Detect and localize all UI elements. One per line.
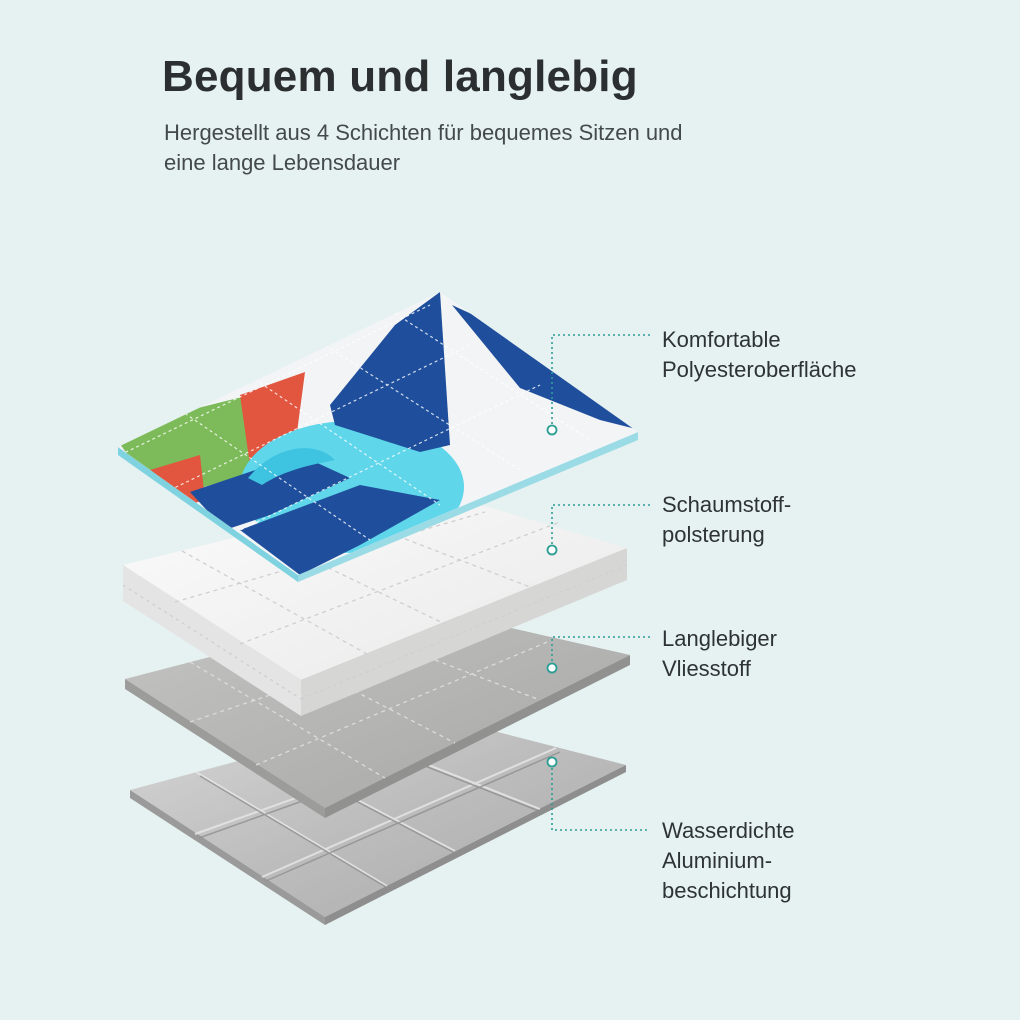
label-aluminium-line-1: Wasserdichte	[662, 818, 795, 843]
callout-aluminium	[551, 768, 650, 831]
label-fleece-line-2: Vliesstoff	[662, 656, 751, 681]
label-foam-line-2: polsterung	[662, 522, 765, 547]
label-polyester: Komfortable Polyesteroberfläche	[662, 325, 856, 385]
label-foam: Schaumstoff- polsterung	[662, 490, 791, 550]
label-fleece: Langlebiger Vliesstoff	[662, 624, 777, 684]
label-aluminium-line-2: Aluminium-	[662, 848, 773, 873]
callout-dot-fleece	[546, 662, 558, 674]
page-title: Bequem und langlebig	[162, 52, 638, 101]
label-foam-line-1: Schaumstoff-	[662, 492, 792, 517]
label-fleece-line-1: Langlebiger	[662, 626, 777, 651]
label-polyester-line-1: Komfortable	[662, 327, 781, 352]
label-polyester-line-2: Polyesteroberfläche	[662, 357, 857, 382]
callout-dot-foam	[546, 544, 558, 556]
subtitle-line-1: Hergestellt aus 4 Schichten für bequemes…	[164, 120, 683, 145]
label-aluminium-line-3: beschichtung	[662, 878, 792, 903]
callout-fleece	[551, 636, 650, 663]
label-aluminium: Wasserdichte Aluminium- beschichtung	[662, 816, 794, 906]
subtitle-line-2: eine lange Lebensdauer	[164, 150, 401, 175]
callout-dot-polyester	[546, 424, 558, 436]
page-subtitle: Hergestellt aus 4 Schichten für bequemes…	[164, 118, 804, 178]
callout-dot-aluminium	[546, 756, 558, 768]
